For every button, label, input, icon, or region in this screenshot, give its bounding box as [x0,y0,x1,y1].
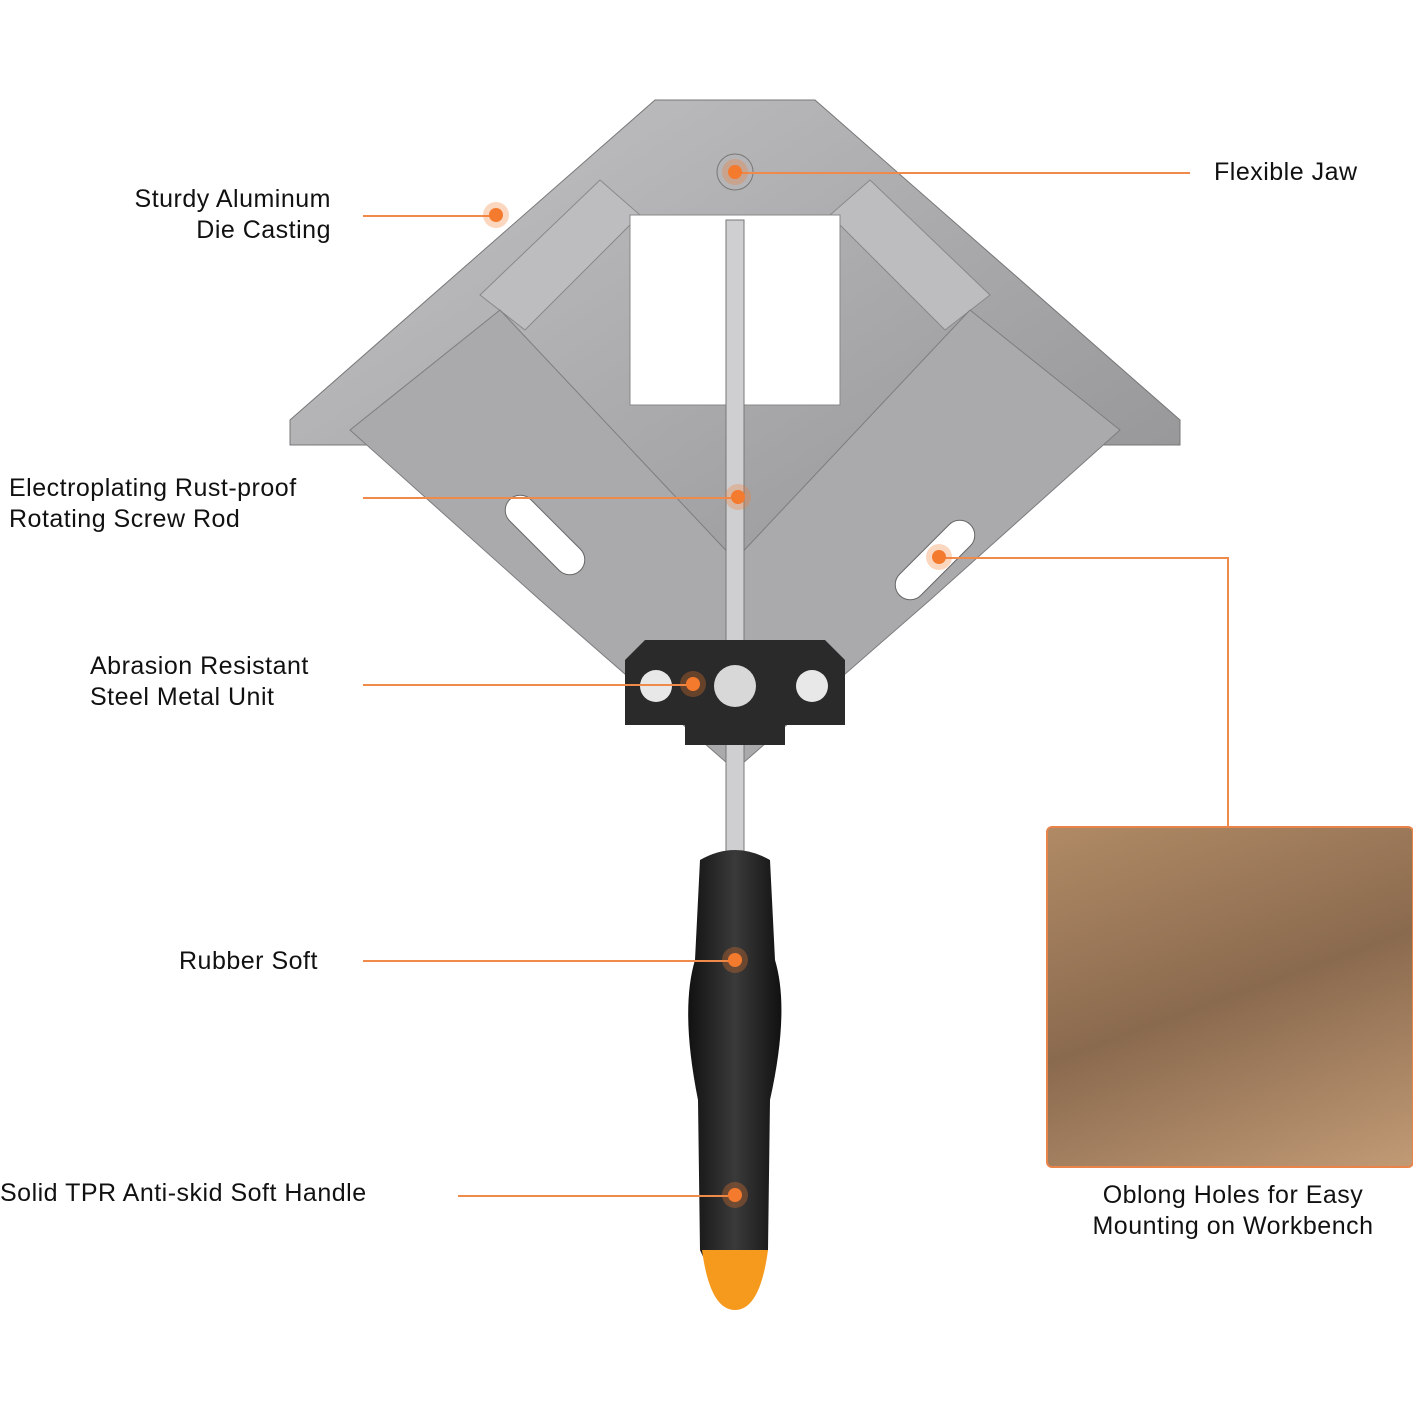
label-line: Steel Metal Unit [90,683,275,711]
label-line: Electroplating Rust-proof [9,474,297,502]
callout-dot [731,490,745,504]
leader-line [1227,557,1229,827]
label-steel-unit: Abrasion Resistant Steel Metal Unit [90,651,309,713]
leader-line [363,497,738,499]
label-line: Rotating Screw Rod [9,505,241,533]
label-tpr-handle: Solid TPR Anti-skid Soft Handle [0,1179,367,1207]
callout-dot [489,208,503,222]
leader-line [363,960,735,962]
callout-dot [686,677,700,691]
leader-line [940,557,1228,559]
callout-dot [728,953,742,967]
mounting-detail-photo [1046,826,1413,1168]
callout-dot [932,550,946,564]
label-line: Mounting on Workbench [1092,1212,1374,1240]
leader-line [735,172,1190,174]
leader-line [458,1195,735,1197]
label-screw-rod: Electroplating Rust-proof Rotating Screw… [9,473,297,535]
label-line: Abrasion Resistant [90,652,309,680]
callout-dot [728,165,742,179]
label-flexible-jaw: Flexible Jaw [1214,158,1358,186]
label-oblong-holes: Oblong Holes for Easy Mounting on Workbe… [1046,1180,1413,1242]
label-line: Sturdy Aluminum [134,185,331,213]
label-rubber-soft: Rubber Soft [179,947,318,975]
leader-line [363,215,498,217]
leader-line [363,684,693,686]
label-line: Oblong Holes for Easy [1102,1181,1364,1209]
callout-dot [728,1188,742,1202]
label-line: Die Casting [196,216,331,244]
label-sturdy-aluminum: Sturdy Aluminum Die Casting [135,184,331,246]
